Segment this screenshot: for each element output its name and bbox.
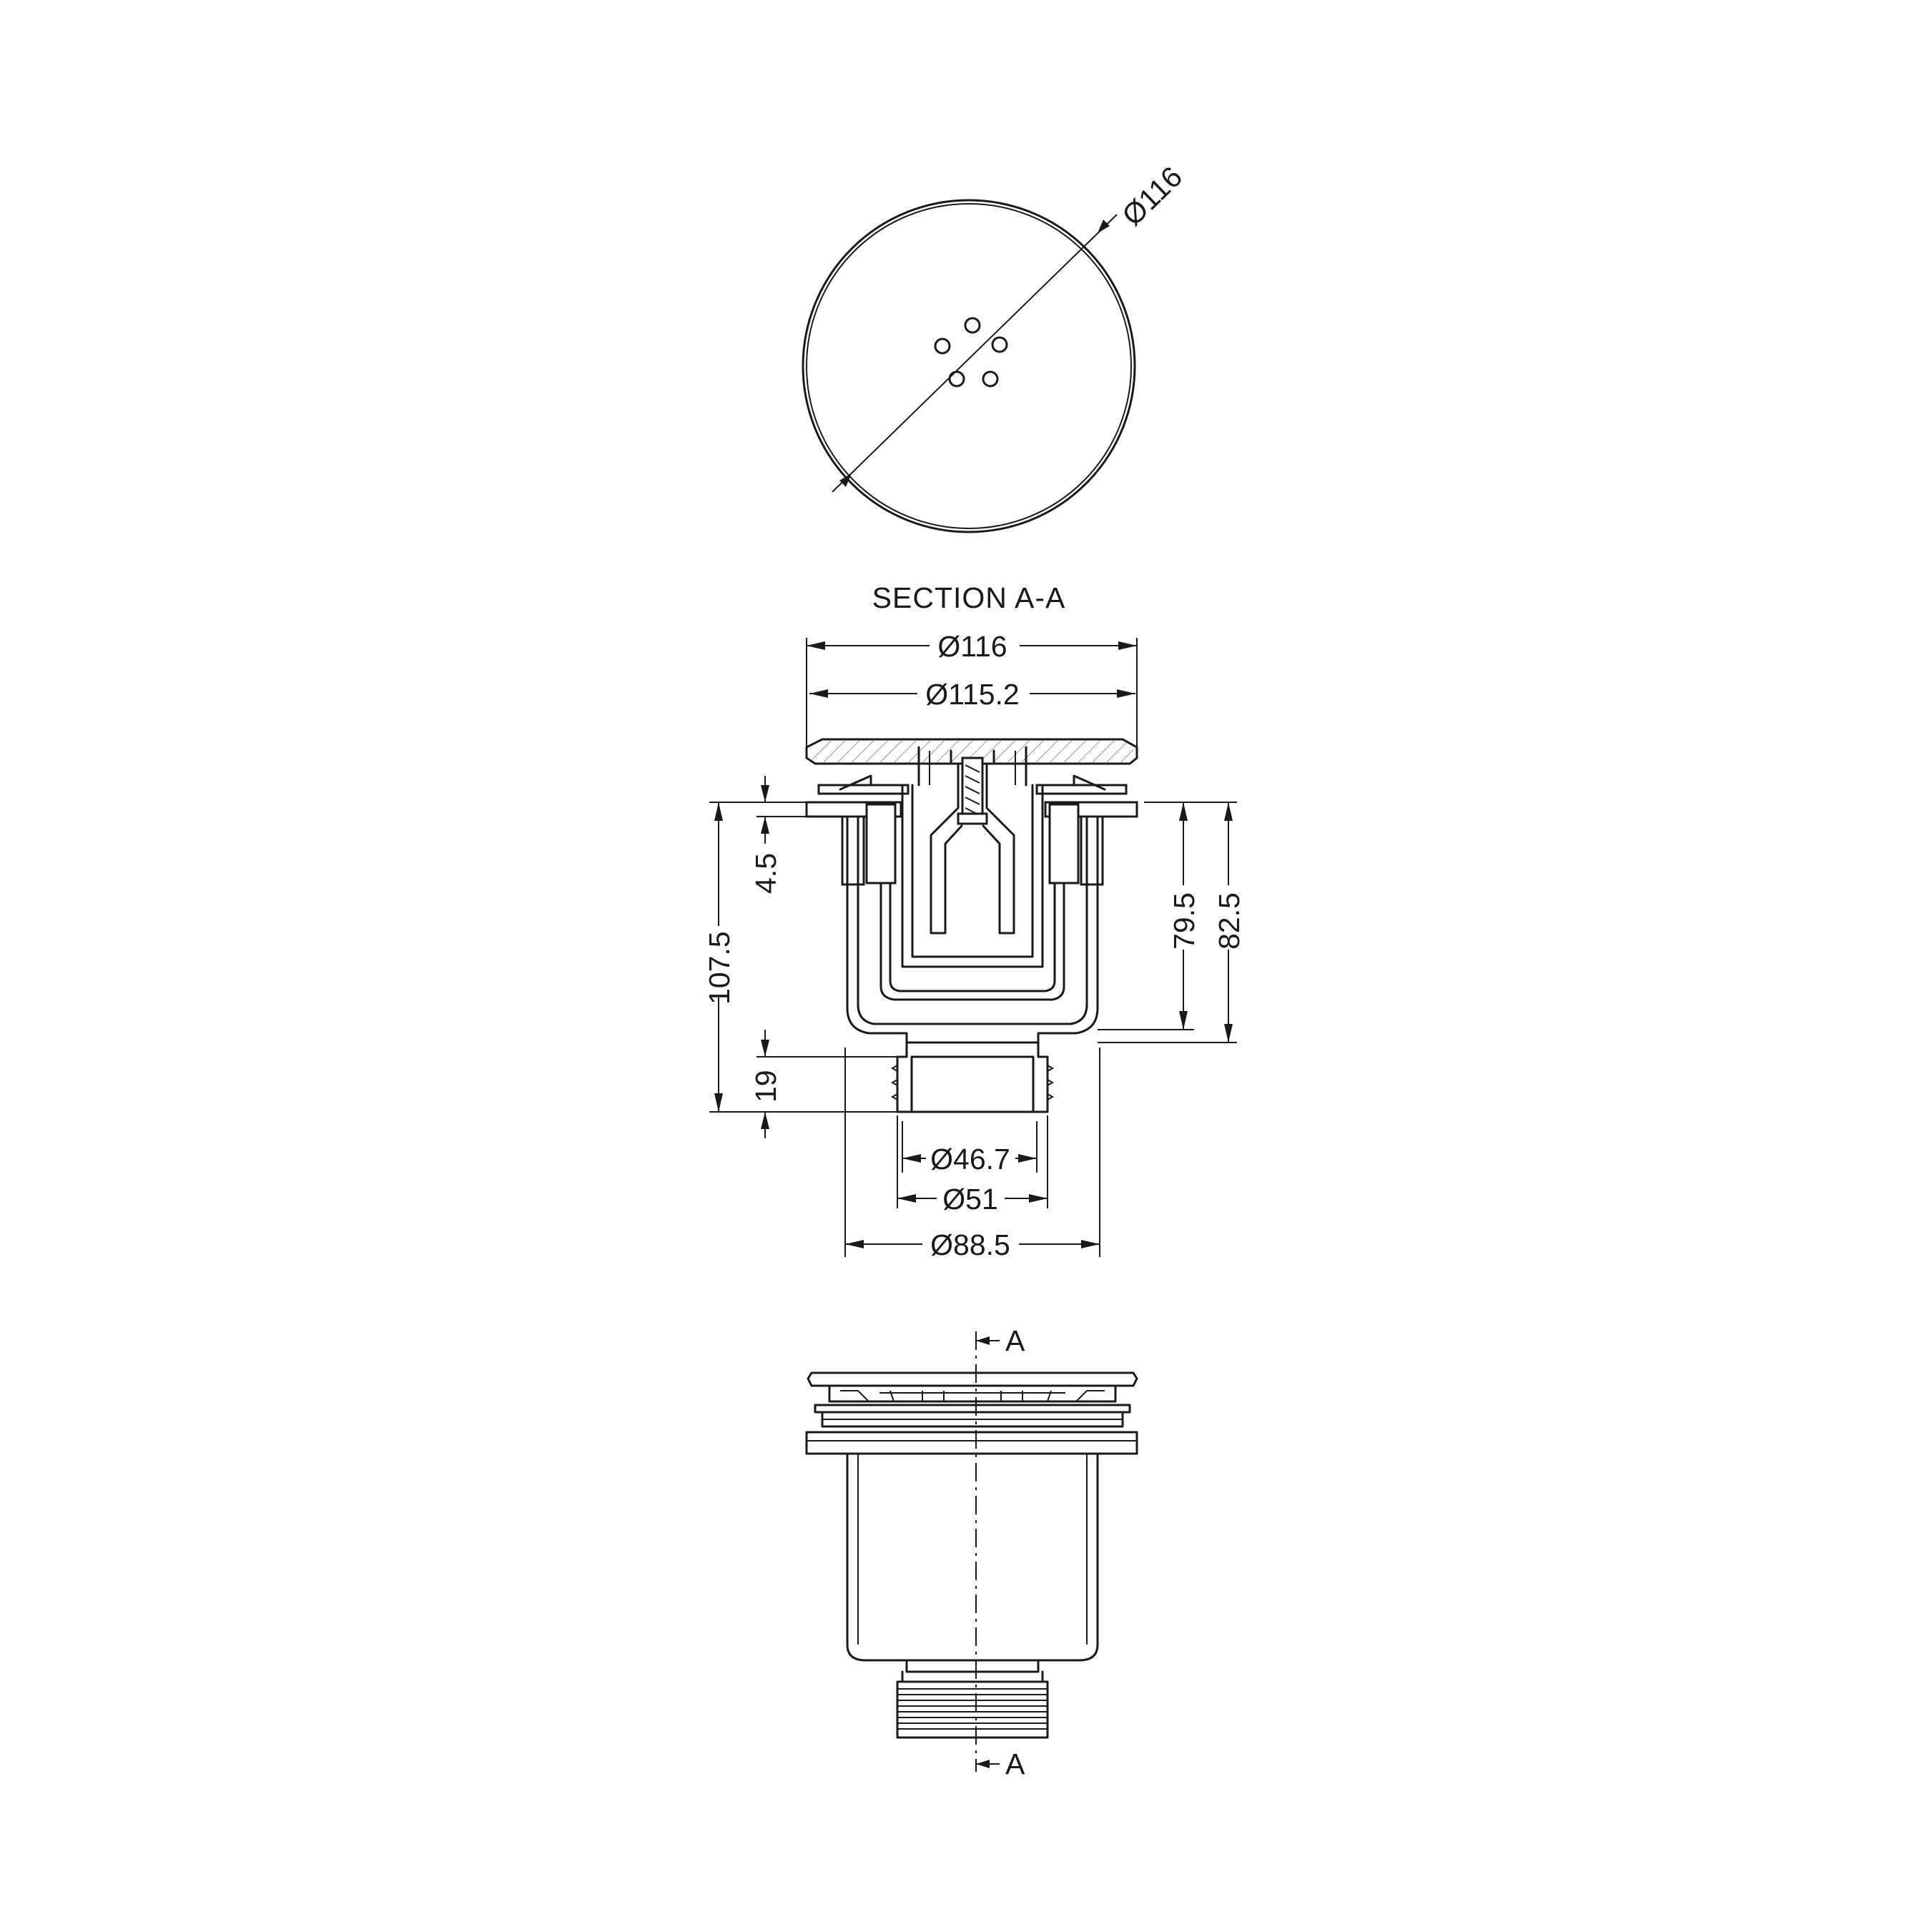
waste-body-section bbox=[846, 815, 1099, 1044]
dim-46-7-label: Ø46.7 bbox=[930, 1143, 1010, 1176]
vent-hole bbox=[948, 370, 965, 388]
dim-46-7: Ø46.7 bbox=[902, 1121, 1038, 1176]
dim-88-5: Ø88.5 bbox=[844, 1048, 1100, 1261]
tail-section bbox=[890, 1041, 1055, 1113]
plug-outline-circle bbox=[802, 199, 1136, 533]
dim-116-label: Ø116 bbox=[937, 630, 1007, 663]
dim-51: Ø51 bbox=[897, 1115, 1048, 1216]
top-diameter-label: Ø116 bbox=[1115, 160, 1188, 232]
side-body-shade bbox=[857, 1454, 1088, 1645]
top-view: Ø116 bbox=[802, 160, 1188, 533]
dim-82-5: 82.5 bbox=[1098, 802, 1246, 1043]
dim-19-label: 19 bbox=[749, 1070, 782, 1103]
dim-115-2: Ø115.2 bbox=[809, 678, 1135, 711]
diameter-leader bbox=[832, 214, 1118, 493]
dim-79-5: 79.5 bbox=[1098, 802, 1201, 1030]
vent-holes bbox=[934, 317, 1008, 388]
side-body bbox=[846, 1452, 1099, 1662]
vent-hole bbox=[991, 336, 1008, 353]
vent-hole bbox=[964, 317, 981, 334]
vent-hole bbox=[934, 337, 951, 355]
side-cap bbox=[807, 1371, 1138, 1387]
thread-section bbox=[841, 803, 1104, 886]
dim-115-2-label: Ø115.2 bbox=[925, 678, 1019, 711]
side-flange bbox=[805, 1404, 1138, 1455]
dim-116: Ø116 bbox=[806, 630, 1138, 747]
section-mark-top-label: A bbox=[1005, 1324, 1025, 1357]
dim-107-5: 107.5 bbox=[703, 802, 897, 1113]
dim-19: 19 bbox=[749, 1030, 897, 1138]
dim-4-5-label: 4.5 bbox=[749, 853, 782, 894]
vent-hole bbox=[982, 370, 999, 388]
section-view: SECTION A-A Ø116 Ø115.2 bbox=[703, 581, 1246, 1261]
plug-cap-section bbox=[805, 738, 1138, 765]
section-mark-bottom: A bbox=[976, 1748, 1025, 1780]
section-mark-top: A bbox=[976, 1324, 1025, 1357]
dim-51-label: Ø51 bbox=[942, 1183, 998, 1216]
dim-79-5-label: 79.5 bbox=[1168, 892, 1201, 950]
side-threaded-tail bbox=[896, 1659, 1049, 1739]
side-stem bbox=[828, 1384, 1117, 1403]
section-title: SECTION A-A bbox=[872, 581, 1066, 614]
dim-107-5-label: 107.5 bbox=[703, 931, 736, 1005]
dim-4-5: 4.5 bbox=[749, 776, 807, 894]
plug-inner-circle bbox=[806, 203, 1132, 529]
dim-82-5-label: 82.5 bbox=[1213, 892, 1246, 950]
side-view: A A bbox=[805, 1324, 1138, 1780]
basket-section bbox=[901, 746, 1044, 968]
spring-mechanism-section bbox=[930, 749, 1015, 935]
section-mark-bottom-label: A bbox=[1005, 1748, 1025, 1780]
dim-88-5-label: Ø88.5 bbox=[930, 1228, 1010, 1261]
